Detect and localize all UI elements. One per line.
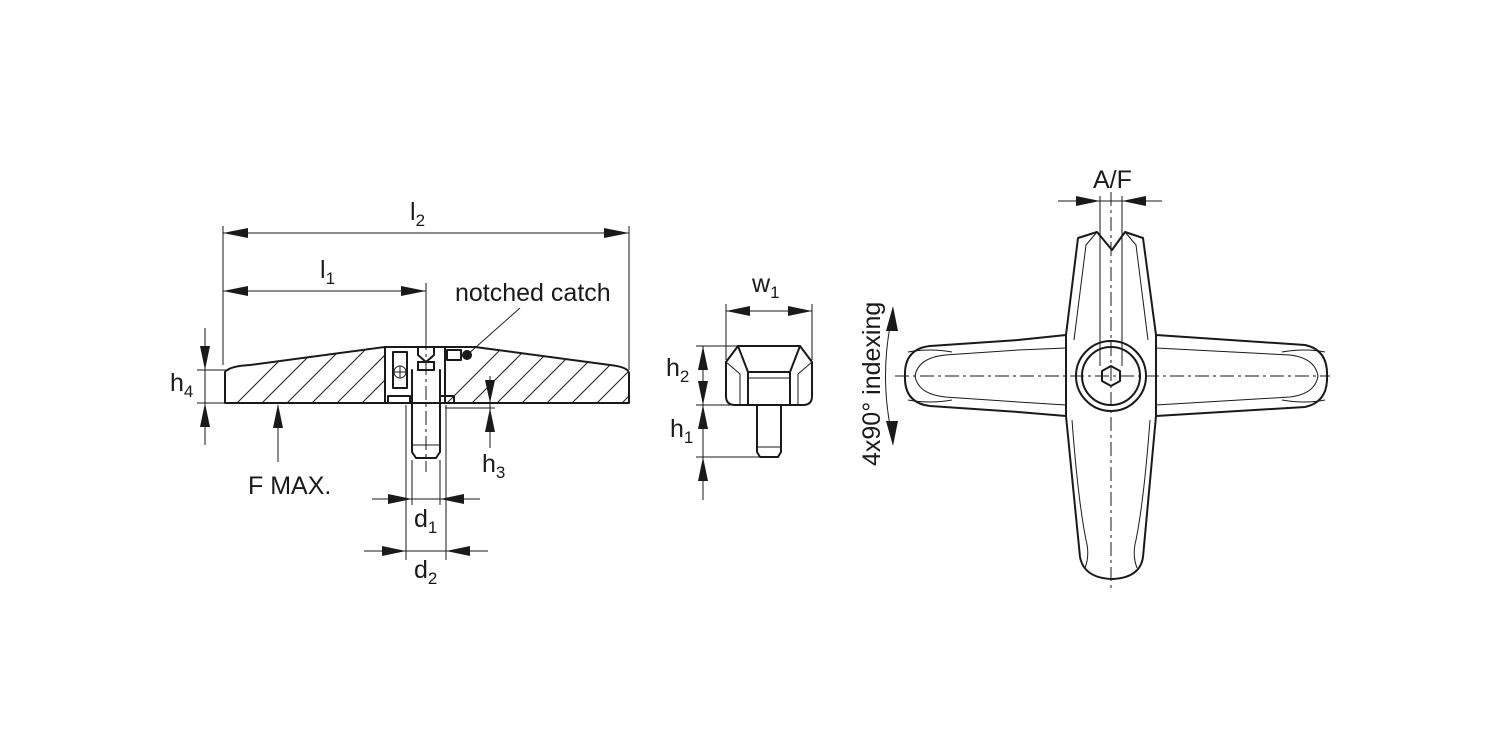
- label-h1: h1: [670, 415, 693, 447]
- force-arrow: [273, 404, 283, 462]
- label-d2: d2: [414, 556, 437, 588]
- dimension-d1: [372, 494, 480, 504]
- indexing-arc: [885, 306, 898, 446]
- top-view: [895, 192, 1330, 590]
- dimension-af: [1058, 196, 1162, 206]
- dimension-h4: [200, 328, 210, 445]
- label-l1: l1: [320, 256, 335, 288]
- label-indexing: 4x90° indexing: [858, 302, 886, 466]
- handle-outline: [224, 346, 630, 404]
- dimension-d2: [364, 546, 488, 556]
- dimension-l2: [223, 228, 629, 238]
- section-hatching: [225, 347, 385, 403]
- label-d1: d1: [414, 505, 437, 537]
- section-hatching-right: [445, 347, 629, 403]
- label-notched-catch: notched catch: [455, 279, 611, 307]
- hub-bore: [384, 346, 462, 404]
- dimension-h1: [698, 405, 708, 500]
- dimension-l1: [223, 286, 426, 296]
- label-h2: h2: [666, 354, 689, 386]
- end-view-pin: [756, 404, 782, 458]
- label-l2: l2: [410, 198, 425, 230]
- label-h4: h4: [170, 369, 193, 401]
- end-view: [696, 304, 813, 458]
- label-af: A/F: [1093, 166, 1132, 194]
- dimension-w1: [726, 306, 812, 316]
- dimension-h2: [698, 346, 708, 405]
- end-view-head: [725, 345, 813, 406]
- label-w1: w1: [751, 270, 780, 302]
- pin: [411, 369, 441, 459]
- label-h3: h3: [482, 450, 505, 482]
- label-f-max: F MAX.: [248, 472, 331, 500]
- section-view: [197, 226, 630, 560]
- dimension-h3: [445, 376, 495, 448]
